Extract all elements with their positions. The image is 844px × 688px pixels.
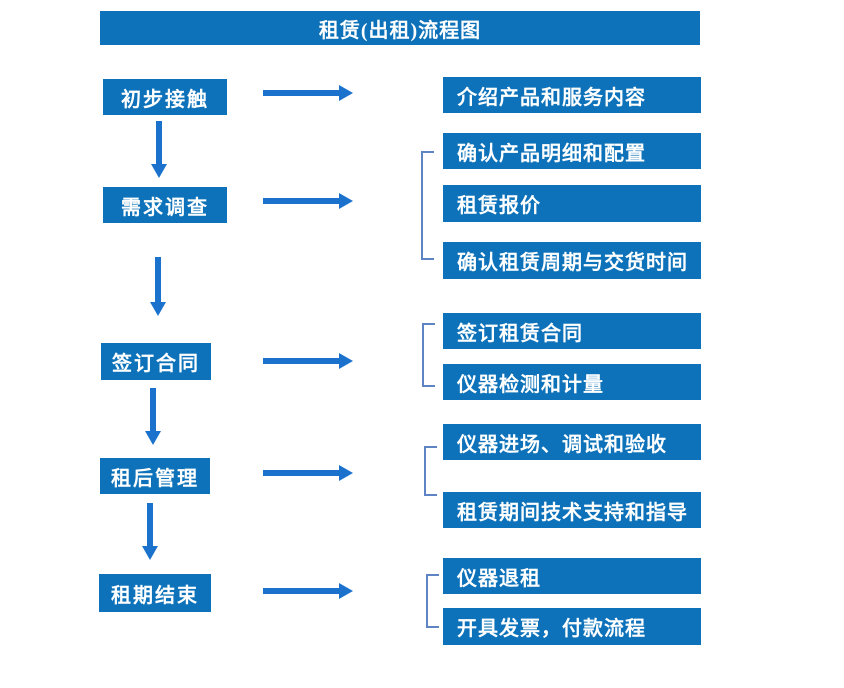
down-arrow-1-shaft: [156, 121, 162, 164]
right-arrow-5-shaft: [263, 588, 339, 594]
output-invoice-payment-process: 开具发票，付款流程: [443, 608, 701, 645]
output-instrument-entry-commissioning-acceptance: 仪器进场、调试和验收: [443, 424, 701, 460]
output-confirm-product-details: 确认产品明细和配置: [443, 133, 701, 169]
output-rental-technical-support: 租赁期间技术支持和指导: [443, 492, 701, 528]
output-instrument-inspection-metering: 仪器检测和计量: [443, 364, 701, 400]
right-arrow-1: [263, 85, 353, 101]
right-arrow-3: [263, 353, 353, 369]
down-arrow-4-shaft: [147, 503, 153, 546]
output-sign-rental-contract: 签订租赁合同: [443, 313, 701, 349]
right-arrow-5: [263, 583, 353, 599]
right-arrow-1-shaft: [263, 90, 339, 96]
group-bracket-post-rental-management: [424, 446, 437, 496]
right-arrow-2-head: [339, 193, 353, 209]
down-arrow-3: [145, 388, 161, 445]
group-bracket-contract-signing: [422, 323, 435, 387]
down-arrow-2: [150, 257, 166, 316]
output-confirm-rental-period-delivery: 确认租赁周期与交货时间: [443, 242, 701, 279]
right-arrow-1-head: [339, 85, 353, 101]
right-arrow-4-head: [339, 465, 353, 481]
output-instrument-return: 仪器退租: [443, 558, 701, 594]
right-arrow-3-head: [339, 353, 353, 369]
down-arrow-3-shaft: [150, 388, 156, 431]
right-arrow-3-shaft: [263, 358, 339, 364]
stage-rental-end: 租期结束: [99, 574, 211, 612]
output-rental-quotation: 租赁报价: [443, 185, 701, 222]
right-arrow-4-shaft: [263, 470, 339, 476]
stage-demand-survey: 需求调查: [103, 187, 227, 223]
stage-contract-signing: 签订合同: [101, 343, 211, 380]
right-arrow-2-shaft: [263, 198, 339, 204]
stage-initial-contact: 初步接触: [103, 79, 227, 115]
down-arrow-1-head: [151, 164, 167, 178]
down-arrow-2-head: [150, 302, 166, 316]
right-arrow-5-head: [339, 583, 353, 599]
output-introduce-products-services: 介绍产品和服务内容: [443, 77, 701, 113]
down-arrow-4-head: [142, 546, 158, 560]
group-bracket-rental-end: [426, 574, 439, 628]
down-arrow-3-head: [145, 431, 161, 445]
right-arrow-4: [263, 465, 353, 481]
group-bracket-demand-survey: [421, 151, 434, 260]
down-arrow-2-shaft: [155, 257, 161, 302]
stage-post-rental-management: 租后管理: [100, 458, 210, 494]
right-arrow-2: [263, 193, 353, 209]
flowchart-title: 租赁(出租)流程图: [100, 11, 700, 45]
down-arrow-4: [142, 503, 158, 560]
down-arrow-1: [151, 121, 167, 178]
